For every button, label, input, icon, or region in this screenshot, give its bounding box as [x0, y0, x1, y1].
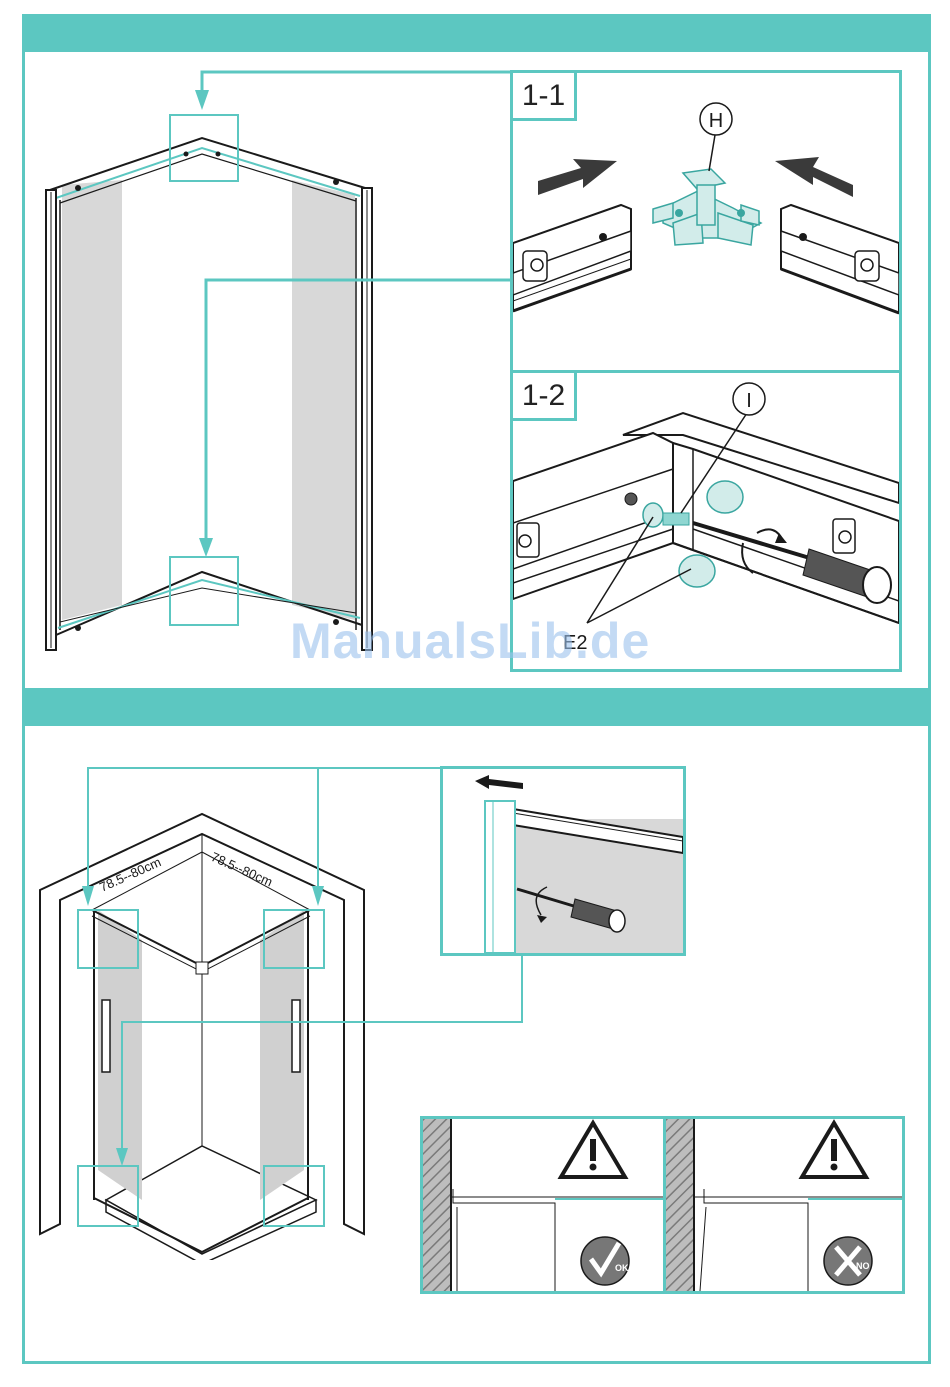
arrow-down-icon — [199, 538, 213, 557]
wall-hatch — [666, 1119, 694, 1291]
section-1-header-bar — [22, 14, 931, 52]
check-icon — [581, 1237, 629, 1285]
arrow-down-icon — [82, 886, 94, 906]
arrow-left-icon — [775, 157, 853, 197]
label-i: I — [746, 390, 752, 412]
arrow-left-icon — [475, 775, 523, 789]
label-h: H — [709, 110, 723, 132]
section-2-header-bar — [22, 688, 931, 726]
badge-no: NO — [856, 1261, 870, 1271]
corner-connector-h — [653, 169, 761, 245]
top-frame-assembly-diagram — [30, 60, 510, 680]
arrow-right-icon — [538, 159, 617, 195]
detail-box-1-1: 1-1 H — [510, 70, 902, 373]
correct-installation-panel: OK — [420, 1116, 666, 1294]
end-cap-bottom — [679, 555, 715, 587]
badge-ok: OK — [615, 1263, 629, 1273]
glass-panel-right — [292, 180, 355, 620]
watermark: ManualsLib.de — [290, 612, 650, 670]
highlight-bottom-corner — [170, 557, 238, 625]
glass-panel-left — [62, 180, 122, 620]
wall-hatch — [423, 1119, 451, 1291]
detail-box-screw-rail — [440, 766, 686, 956]
end-cap-top — [707, 481, 743, 513]
arrow-down-icon — [312, 886, 324, 906]
incorrect-installation-panel: NO — [663, 1116, 905, 1294]
arrow-down-icon — [195, 90, 209, 110]
